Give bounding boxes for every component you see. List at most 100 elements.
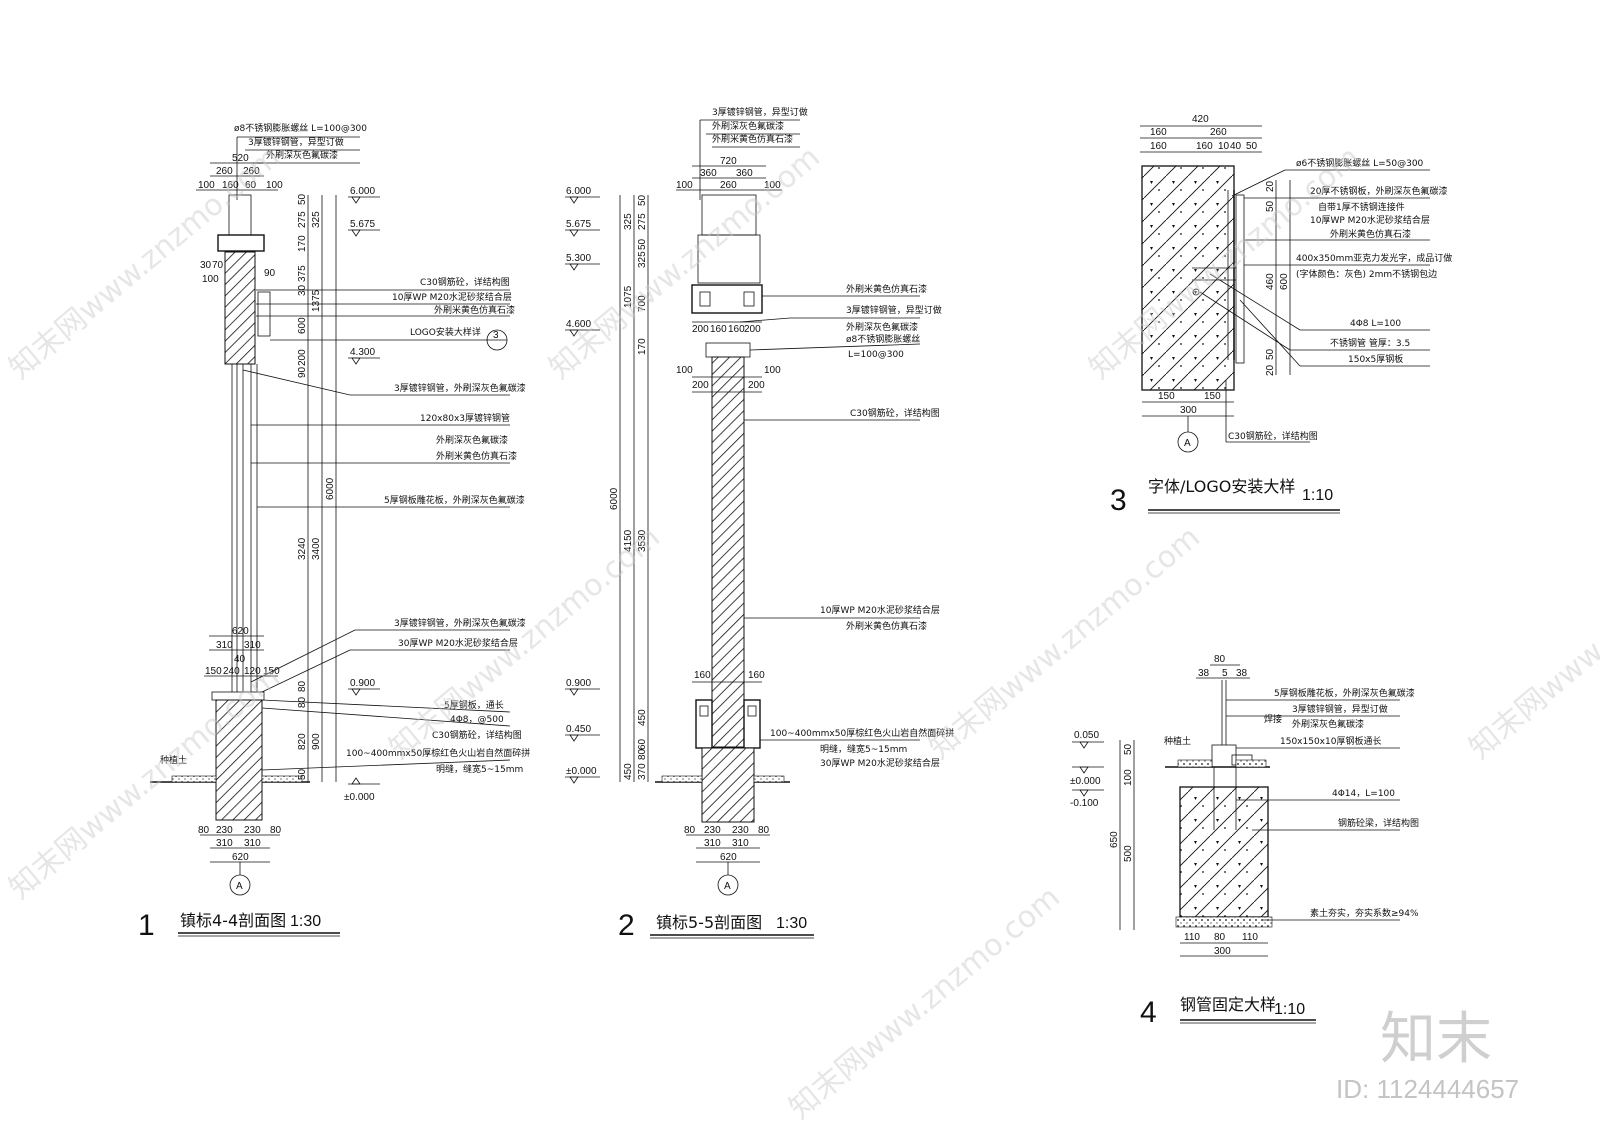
drawing-1: ø8不锈钢膨胀螺丝 L=100@300 3厚镀锌钢管，异型订做 外刷深灰色氟碳漆… <box>138 122 530 942</box>
d3-note-8: 4Φ8 L=100 <box>1350 319 1401 329</box>
d1-dim-100b: 100 <box>266 180 283 191</box>
d1-note-12: 5厚钢板，通长 <box>444 699 504 711</box>
d2-mid-100a: 100 <box>676 365 693 376</box>
d2-dim-360b: 360 <box>736 168 753 179</box>
d1-side-100: 100 <box>202 274 219 285</box>
d1-v-325: 325 <box>311 211 322 228</box>
d1-mid-40: 40 <box>234 654 246 665</box>
d1-v-900: 900 <box>311 733 322 750</box>
d2-mid-100b: 100 <box>764 365 781 376</box>
watermark-6: 知末网www.znzmo.com <box>923 520 1207 766</box>
d1-number: 1 <box>138 909 155 942</box>
d4-bot-110b: 110 <box>1242 932 1258 943</box>
d2-v-325b: 325 <box>637 251 648 268</box>
d2-low-160a: 160 <box>694 670 711 681</box>
d1-v-50: 50 <box>297 193 308 205</box>
d2-v-275: 275 <box>637 213 648 230</box>
d3-bot-150b: 150 <box>1204 391 1221 402</box>
d2-notes: 外刷米黄色仿真石漆 3厚镀锌钢管，异型订做 外刷深灰色氟碳漆 ø8不锈钢膨胀螺丝… <box>739 283 954 769</box>
d2-mid-160b: 160 <box>728 324 745 335</box>
d4-note-5: 4Φ14，L=100 <box>1332 789 1395 799</box>
d4-bot-300: 300 <box>1214 946 1231 957</box>
d2-dim-360a: 360 <box>700 168 717 179</box>
d4-note-3: 外刷深灰色氟碳漆 <box>1292 718 1364 730</box>
d2-bot-230b: 230 <box>732 825 749 836</box>
d3-note-4: 10厚WP M20水泥砂浆结合层 <box>1310 214 1430 226</box>
d1-el-6000: 6.000 <box>350 186 375 197</box>
d1-side-30: 30 <box>200 260 212 271</box>
d2-bot-310a: 310 <box>704 838 721 849</box>
d3-number: 3 <box>1110 484 1127 517</box>
d2-el-5675: 5.675 <box>566 219 591 230</box>
d3-bot-150a: 150 <box>1158 391 1175 402</box>
d2-v-450b: 450 <box>623 763 634 780</box>
watermark-7: 知末网www.znzmo.com <box>783 880 1067 1126</box>
d3-note-11: C30钢筋砼，详结构图 <box>1228 430 1318 442</box>
d4-dim-38b: 38 <box>1236 668 1248 679</box>
d2-mid-200d: 200 <box>748 380 765 391</box>
watermark-8: 知末网www.znzmo.com <box>1463 520 1600 766</box>
d3-v-50a: 50 <box>1265 200 1276 212</box>
d2-el-4600: 4.600 <box>566 319 591 330</box>
d2-v-700: 700 <box>637 295 648 312</box>
d1-scale: 1:30 <box>290 913 321 930</box>
d1-title: 镇标4-4剖面图 <box>180 911 286 930</box>
d4-v-650: 650 <box>1109 831 1120 848</box>
d2-bot-230a: 230 <box>704 825 721 836</box>
d1-note-16: 明缝，缝宽5~15mm <box>436 763 523 775</box>
d1-v-90: 90 <box>297 366 308 378</box>
d1-note-5: 3厚镀锌钢管，外刷深灰色氟碳漆 <box>394 382 526 394</box>
d2-el-0450: 0.450 <box>566 724 591 735</box>
d2-bot-80b: 80 <box>758 825 770 836</box>
d1-note-8: 外刷米黄色仿真石漆 <box>436 450 517 462</box>
d1-top-note-2: 3厚镀锌钢管，异型订做 <box>248 136 344 148</box>
d4-v-500: 500 <box>1123 845 1134 862</box>
d1-note-7: 外刷深灰色氟碳漆 <box>436 434 508 446</box>
d2-axis-a: A <box>724 881 731 892</box>
d3-scale: 1:10 <box>1302 487 1333 504</box>
d3-dim-40: 40 <box>1230 141 1242 152</box>
d4-bot-80: 80 <box>1214 932 1226 943</box>
d1-note-10: 3厚镀锌钢管，外刷深灰色氟碳漆 <box>394 617 526 629</box>
d3-note-9: 不锈钢管 管厚：3.5 <box>1330 337 1410 349</box>
d2-note-9: 100~400mmx50厚棕红色火山岩自然面碎拼 <box>770 727 954 739</box>
d1-mid-150a: 150 <box>205 666 222 677</box>
d1-v-820: 820 <box>297 733 308 750</box>
d4-dim-80: 80 <box>1214 654 1226 665</box>
d3-dim-160a: 160 <box>1150 127 1167 138</box>
d1-v-80a: 80 <box>297 680 308 692</box>
d4-elevations: 0.050 ±0.000 -0.100 <box>1070 730 1104 809</box>
d2-v-170: 170 <box>637 338 648 355</box>
drawing-3: 420 160 260 160 160 10 40 50 20 50 460 6… <box>1110 114 1452 517</box>
d3-note-6: 400x350mm亚克力发光字，成品订做 <box>1296 252 1452 264</box>
d2-top-note-2: 外刷深灰色氟碳漆 <box>712 120 784 132</box>
d2-note-1: 外刷米黄色仿真石漆 <box>846 283 927 295</box>
d3-note-5: 外刷米黄色仿真石漆 <box>1330 228 1411 240</box>
d2-note-2: 3厚镀锌钢管，异型订做 <box>846 304 942 316</box>
d4-v-100: 100 <box>1123 769 1134 786</box>
d1-mid-620: 620 <box>232 626 249 637</box>
d1-note-4: LOGO安装大样详 <box>410 326 481 338</box>
d1-bot-310b: 310 <box>244 838 261 849</box>
d2-v-50b: 50 <box>637 238 648 250</box>
d3-v-50b: 50 <box>1265 348 1276 360</box>
d1-bot-230a: 230 <box>216 825 233 836</box>
d4-note-4: 150x150x10厚钢板通长 <box>1280 735 1381 747</box>
d2-bot-310b: 310 <box>732 838 749 849</box>
d1-notes: C30钢筋砼，详结构图 10厚WP M20水泥砂浆结合层 外刷米黄色仿真石漆 L… <box>242 276 530 775</box>
d1-v-375: 375 <box>297 265 308 282</box>
d2-low-160b: 160 <box>748 670 765 681</box>
d1-v-3400: 3400 <box>311 537 322 560</box>
d1-v-3240: 3240 <box>297 537 308 560</box>
d2-el-0900: 0.900 <box>566 678 591 689</box>
d3-title: 字体/LOGO安装大样 <box>1148 477 1295 496</box>
d2-v-450a: 450 <box>637 709 648 726</box>
d1-elevations: 6.000 5.675 4.300 0.900 ±0.000 <box>344 186 380 803</box>
d1-mid-120: 120 <box>244 666 261 677</box>
d4-el-0100: -0.100 <box>1070 798 1099 809</box>
d2-v-325a: 325 <box>623 213 634 230</box>
d1-v-50b: 50 <box>297 768 308 780</box>
d1-mid-310b: 310 <box>244 640 261 651</box>
d2-elevations: 6.000 5.675 5.300 4.600 0.900 0.450 ±0.0… <box>565 186 600 784</box>
d2-top-leader <box>699 119 800 200</box>
